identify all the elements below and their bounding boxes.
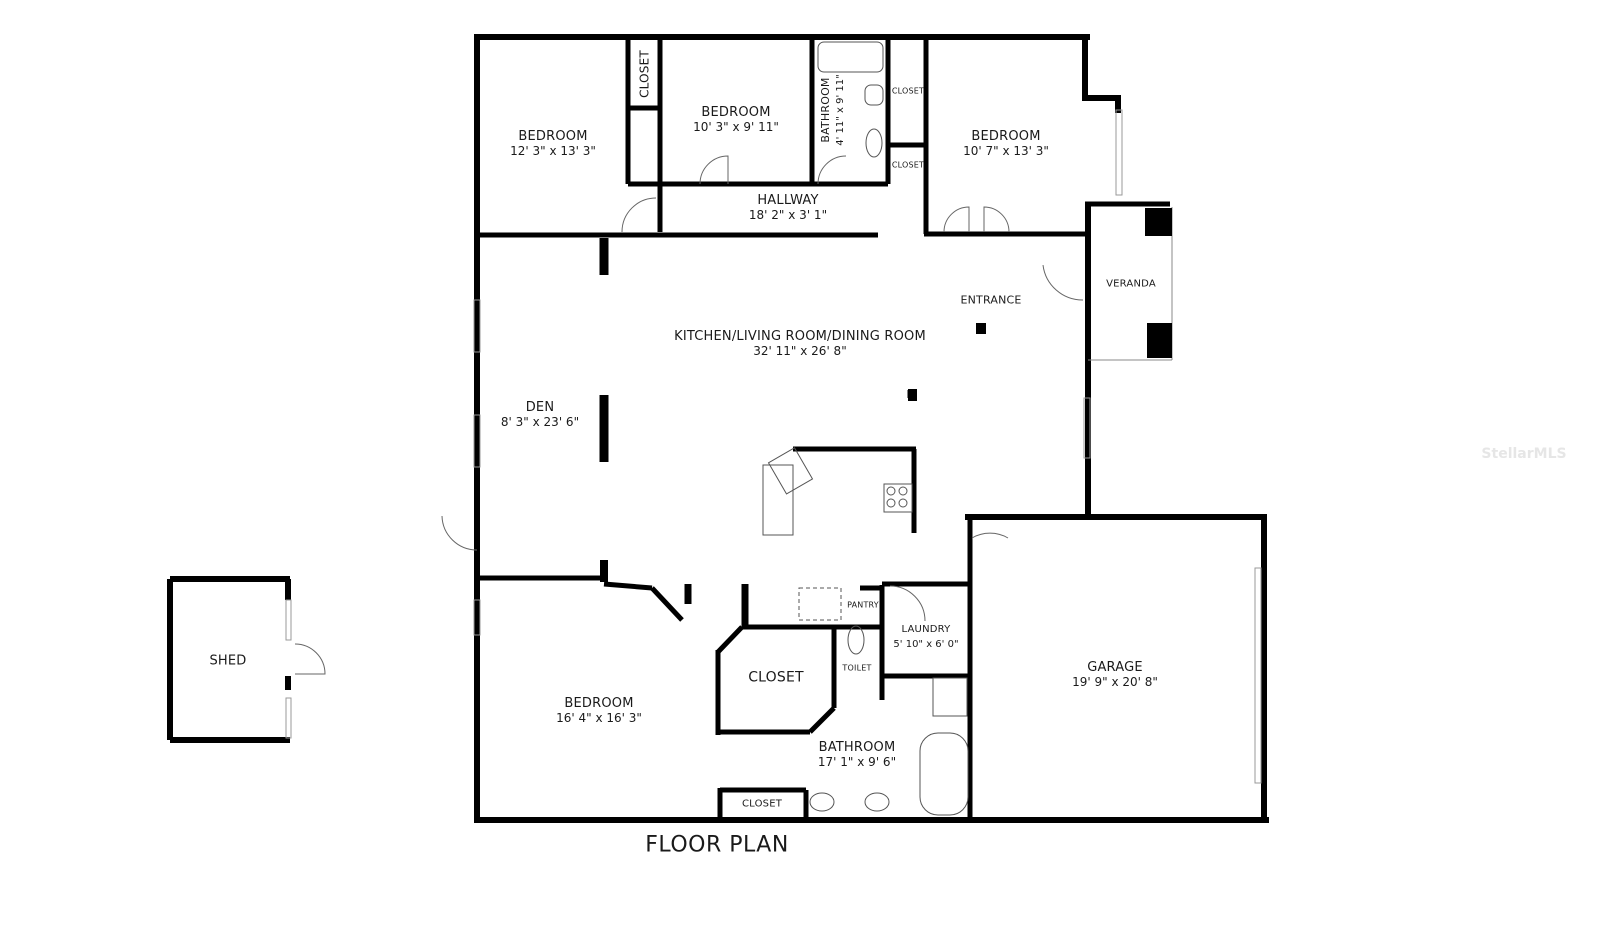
room-label-veranda: VERANDA [1106, 277, 1156, 292]
exterior-walls [474, 34, 1269, 823]
room-label-hallway: HALLWAY 18' 2" x 3' 1" [749, 193, 827, 223]
room-name: BEDROOM [564, 696, 634, 711]
room-label-closet-s: CLOSET [742, 797, 782, 812]
fixtures [762, 41, 969, 816]
room-name: BEDROOM [701, 105, 771, 120]
room-name: BATHROOM [818, 740, 896, 755]
room-name: GARAGE [1087, 660, 1143, 675]
room-dims: 16' 4" x 16' 3" [556, 711, 642, 725]
room-name: CLOSET [637, 50, 652, 98]
room-dims: 18' 2" x 3' 1" [748, 208, 828, 222]
room-label-bedroom-ne: BEDROOM 10' 7" x 13' 3" [963, 129, 1049, 159]
room-name: KITCHEN/LIVING ROOM/DINING ROOM [674, 329, 926, 344]
shed-walls [167, 576, 291, 743]
room-name: HALLWAY [757, 193, 819, 208]
veranda-columns [908, 208, 1172, 401]
room-label-den: DEN 8' 3" x 23' 6" [501, 400, 579, 430]
room-label-bedroom-sw: BEDROOM 16' 4" x 16' 3" [556, 696, 642, 726]
room-label-bedroom-n: BEDROOM 10' 3" x 9' 11" [693, 105, 779, 135]
room-dims: 5' 10" x 6' 0" [893, 639, 959, 650]
floor-plan-title: FLOOR PLAN [645, 832, 789, 858]
room-dims: 4' 11" x 9' 11" [835, 74, 846, 146]
room-name: PANTRY [847, 600, 879, 610]
room-name: DEN [525, 400, 555, 415]
room-dims: 32' 11" x 26' 8" [753, 344, 847, 358]
room-name: ENTRANCE [960, 293, 1022, 307]
watermark: StellarMLS [1481, 446, 1567, 462]
room-label-kitchen-living-dining: KITCHEN/LIVING ROOM/DINING ROOM 32' 11" … [674, 329, 926, 359]
room-name: CLOSET [891, 160, 925, 170]
room-dims: 19' 9" x 20' 8" [1072, 675, 1158, 689]
room-label-entrance: ENTRANCE [960, 293, 1021, 308]
room-name: CLOSET [891, 86, 925, 96]
room-label-bathroom-master: BATHROOM 17' 1" x 9' 6" [818, 740, 896, 770]
room-name: VERANDA [1106, 278, 1156, 290]
room-label-laundry: LAUNDRY 5' 10" x 6' 0" [893, 622, 958, 652]
room-label-pantry: PANTRY [847, 598, 879, 613]
doors [294, 155, 1084, 675]
room-label-bathroom-n: BATHROOM 4' 11" x 9' 11" [818, 74, 848, 146]
room-label-bedroom-nw: BEDROOM 12' 3" x 13' 3" [510, 129, 596, 159]
room-dims: 8' 3" x 23' 6" [500, 415, 580, 429]
room-label-closet-ne2: CLOSET [892, 158, 924, 173]
room-label-garage: GARAGE 19' 9" x 20' 8" [1072, 660, 1158, 690]
room-name: BEDROOM [518, 129, 588, 144]
room-dims: 10' 3" x 9' 11" [693, 120, 779, 134]
room-name: BATHROOM [819, 77, 832, 143]
room-dims: 17' 1" x 9' 6" [817, 755, 897, 769]
room-name: CLOSET [748, 669, 804, 686]
room-label-closet-walkin: CLOSET [748, 669, 804, 686]
room-name: SHED [209, 653, 247, 669]
room-label-closet-ne1: CLOSET [892, 84, 924, 99]
room-dims: 12' 3" x 13' 3" [510, 144, 596, 158]
room-name: LAUNDRY [901, 624, 951, 635]
room-label-closet-nw: CLOSET [638, 50, 653, 98]
room-label-shed: SHED [209, 654, 246, 669]
windows [285, 109, 1262, 784]
room-label-toilet: TOILET [842, 661, 871, 676]
room-name: BEDROOM [971, 129, 1041, 144]
room-name: CLOSET [741, 798, 783, 810]
room-dims: 10' 7" x 13' 3" [963, 144, 1049, 158]
room-name: TOILET [842, 663, 872, 673]
